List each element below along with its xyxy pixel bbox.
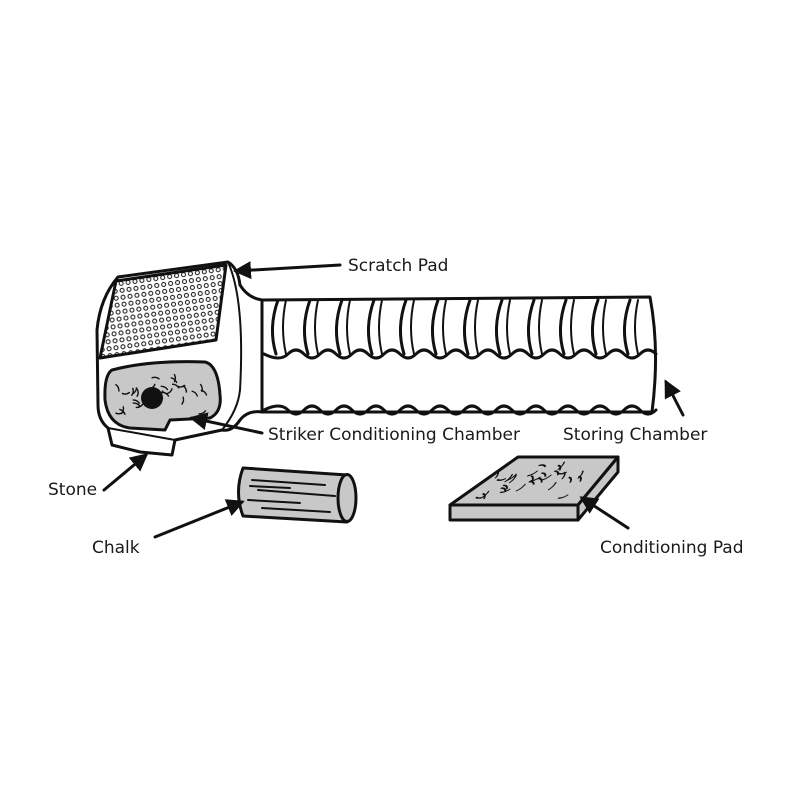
rib-edge xyxy=(378,299,383,355)
rib xyxy=(399,298,408,356)
texture-mark xyxy=(557,461,566,471)
sharpener-head xyxy=(95,260,264,457)
rib xyxy=(495,298,504,356)
arrow-scratch-pad xyxy=(233,261,342,280)
texture-mark xyxy=(173,373,177,383)
texture-mark xyxy=(504,473,514,483)
texture-mark xyxy=(130,387,134,397)
texture-mark xyxy=(577,470,584,479)
texture-mark xyxy=(151,376,160,380)
texture-mark xyxy=(538,464,547,468)
arrow-stone xyxy=(102,453,149,492)
rib xyxy=(367,298,376,356)
arrow-striker-chamber xyxy=(189,412,264,435)
texture-mark xyxy=(177,384,186,388)
texture-mark xyxy=(172,383,180,389)
texture-mark xyxy=(481,492,486,500)
texture-mark xyxy=(161,391,170,397)
texture-mark xyxy=(529,476,541,482)
texture-mark xyxy=(557,494,569,499)
rib-edge xyxy=(314,299,319,355)
label-storing-chamber: Storing Chamber xyxy=(563,425,707,445)
rib xyxy=(527,298,536,356)
rib-edge xyxy=(602,299,607,355)
rib xyxy=(559,298,568,356)
rib xyxy=(303,298,312,356)
arrow-storing-chamber xyxy=(664,379,685,417)
texture-mark xyxy=(530,475,534,482)
texture-mark xyxy=(160,385,169,391)
scratch-pad-surface xyxy=(98,263,228,360)
texture-mark xyxy=(506,473,518,482)
rib-edge xyxy=(538,299,543,355)
label-conditioning-pad: Conditioning Pad xyxy=(600,538,744,558)
arrows xyxy=(102,261,685,539)
texture-mark xyxy=(515,483,527,492)
texture-mark xyxy=(199,383,203,393)
texture-mark xyxy=(136,388,139,398)
rib xyxy=(463,298,472,356)
label-stone: Stone xyxy=(48,480,97,500)
rib-edge xyxy=(442,299,447,355)
texture-mark xyxy=(508,474,518,484)
texture-mark xyxy=(528,480,535,486)
texture-mark xyxy=(119,408,126,415)
rib-edge xyxy=(346,299,351,355)
rib-edge xyxy=(282,299,287,355)
texture-mark xyxy=(547,481,557,491)
texture-mark xyxy=(502,484,508,490)
texture-mark xyxy=(131,387,138,395)
texture-mark xyxy=(540,472,547,478)
texture-mark xyxy=(540,474,552,481)
texture-mark xyxy=(132,402,141,407)
striker-hole xyxy=(141,387,163,409)
rib xyxy=(431,298,440,356)
texture-mark xyxy=(557,464,562,471)
rib xyxy=(623,298,632,356)
texture-mark xyxy=(132,399,141,405)
chalk xyxy=(237,466,358,524)
texture-mark xyxy=(526,470,539,477)
rib-edge xyxy=(570,299,575,355)
rib xyxy=(335,298,344,356)
texture-mark xyxy=(577,475,582,482)
rib-edge xyxy=(634,299,639,355)
conditioning-pad xyxy=(448,455,620,522)
texture-mark xyxy=(115,383,120,392)
arrow-chalk xyxy=(153,499,245,539)
label-chalk: Chalk xyxy=(92,538,140,558)
rib-edge xyxy=(474,299,479,355)
rib xyxy=(591,298,600,356)
texture-mark xyxy=(475,495,485,499)
texture-mark xyxy=(494,470,500,479)
rib xyxy=(271,298,280,356)
texture-mark xyxy=(553,470,559,476)
texture-mark xyxy=(499,488,511,494)
texture-mark xyxy=(181,396,185,406)
texture-mark xyxy=(115,411,124,415)
texture-mark xyxy=(557,471,567,475)
rib-edge xyxy=(506,299,511,355)
texture-mark xyxy=(500,487,507,492)
arrow-conditioning-pad xyxy=(579,496,630,530)
texture-mark xyxy=(191,390,199,397)
texture-mark xyxy=(121,391,131,395)
texture-mark xyxy=(135,403,144,409)
texture-mark xyxy=(170,377,178,384)
label-scratch-pad: Scratch Pad xyxy=(348,256,448,276)
label-striker-chamber: Striker Conditioning Chamber xyxy=(268,425,520,445)
texture-mark xyxy=(496,477,507,481)
rib-edge xyxy=(410,299,415,355)
texture-mark xyxy=(568,476,572,483)
texture-mark xyxy=(166,388,173,395)
storing-chamber-tube xyxy=(257,295,658,416)
